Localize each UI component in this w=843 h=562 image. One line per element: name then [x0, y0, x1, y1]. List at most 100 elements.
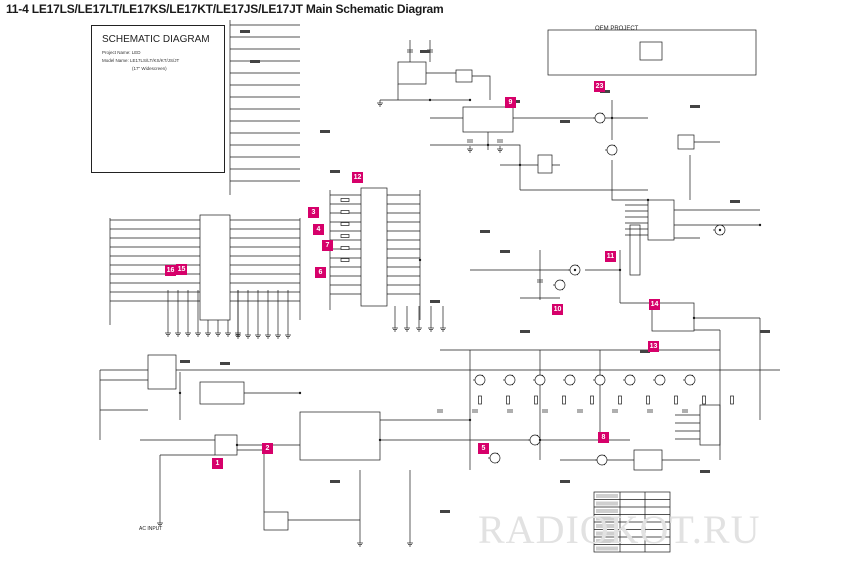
resistor — [674, 395, 678, 405]
callout-marker: 8 — [598, 432, 609, 443]
transistor — [684, 374, 696, 386]
component-ref-mark — [480, 230, 490, 233]
output-connector — [633, 449, 663, 471]
regulator-ic — [647, 199, 675, 241]
table-cell — [596, 524, 618, 528]
transformer — [199, 381, 245, 405]
callout-marker: 5 — [478, 443, 489, 454]
transistor — [554, 279, 566, 291]
transistor — [596, 454, 608, 466]
junction-dot — [618, 268, 622, 272]
component-ref-mark — [440, 510, 450, 513]
transistor — [504, 374, 516, 386]
component-ref-mark — [320, 130, 330, 133]
wire — [430, 144, 521, 190]
callout-marker: 3 — [308, 207, 319, 218]
info-project: Project Name: LED — [102, 50, 141, 55]
table-cell — [596, 539, 618, 543]
callout-marker: 6 — [315, 267, 326, 278]
info-model: Model Name: LE17LS/LT/KS/KT/JS/JT — [102, 58, 180, 63]
table-cell — [596, 531, 618, 536]
callout-marker: 7 — [322, 240, 333, 251]
output-terminal — [699, 404, 721, 446]
resistor — [562, 395, 566, 405]
reg-ic-top — [397, 61, 427, 85]
table-cell — [596, 494, 618, 498]
conn-right — [537, 154, 553, 174]
resistor — [340, 210, 350, 214]
callout-marker: 23 — [594, 81, 605, 92]
component-ref-mark — [220, 362, 230, 365]
transistor — [529, 434, 541, 446]
component-ref-mark — [330, 170, 340, 173]
input-filter — [147, 354, 177, 390]
resistor — [340, 222, 350, 226]
opto-ic — [263, 511, 289, 531]
transistor — [474, 374, 486, 386]
transistor — [534, 374, 546, 386]
resistor — [340, 258, 350, 262]
component-ref-mark — [180, 360, 190, 363]
oem-frame — [547, 29, 757, 76]
resistor — [590, 395, 594, 405]
callout-marker: 1 — [212, 458, 223, 469]
transistor — [624, 374, 636, 386]
junction-dot — [573, 268, 577, 272]
component-ref-mark — [640, 350, 650, 353]
junction-dot — [468, 98, 472, 102]
resistor — [702, 395, 706, 405]
component-ref-mark — [700, 470, 710, 473]
junction-dot — [418, 258, 422, 262]
info-size: (17" Widescreen) — [132, 66, 167, 71]
junction-dot — [235, 443, 239, 447]
ac-input-label: AC INPUT — [139, 526, 163, 532]
callout-marker: 11 — [605, 251, 616, 262]
transistor — [594, 374, 606, 386]
callout-marker: 4 — [313, 224, 324, 235]
junction-dot — [178, 391, 182, 395]
component-ref-mark — [500, 250, 510, 253]
scaler-ic — [199, 214, 231, 321]
callout-marker: 10 — [552, 304, 563, 315]
callout-marker: 12 — [352, 172, 363, 183]
junction-dot — [298, 391, 302, 395]
oem-project-label: OEM PROJECT — [593, 26, 641, 32]
resistor — [506, 395, 510, 405]
junction-dots — [178, 98, 762, 447]
transistor — [564, 374, 576, 386]
component-ref-mark — [560, 480, 570, 483]
wire — [472, 75, 491, 100]
components-group — [147, 41, 734, 531]
info-heading: SCHEMATIC DIAGRAM — [102, 34, 210, 45]
junction-dot — [692, 316, 696, 320]
table-cell — [596, 546, 618, 551]
junction-dot — [610, 116, 614, 120]
transistor — [594, 112, 606, 124]
junction-dot — [468, 418, 472, 422]
info-box: SCHEMATIC DIAGRAM Project Name: LED Mode… — [91, 25, 225, 173]
callout-marker: 16 — [165, 265, 176, 276]
bridge-ic — [214, 434, 238, 456]
junction-dot — [718, 228, 722, 232]
junction-dot — [646, 198, 650, 202]
component-ref-mark — [520, 330, 530, 333]
power-ic — [299, 411, 381, 461]
eeprom-ic — [462, 106, 514, 133]
led-bank — [629, 224, 641, 276]
wire — [611, 160, 648, 201]
component-ref-mark — [690, 105, 700, 108]
component-ref-mark — [600, 90, 610, 93]
resistor — [340, 234, 350, 238]
callout-marker: 15 — [176, 264, 187, 275]
junction-dot — [538, 438, 542, 442]
resistor — [340, 246, 350, 250]
resistor — [618, 395, 622, 405]
component-ref-mark — [420, 50, 430, 53]
oem-ic — [639, 41, 663, 61]
component-ref-mark — [560, 120, 570, 123]
transistor — [489, 452, 501, 464]
callout-marker: 9 — [505, 97, 516, 108]
component-ref-mark — [330, 480, 340, 483]
